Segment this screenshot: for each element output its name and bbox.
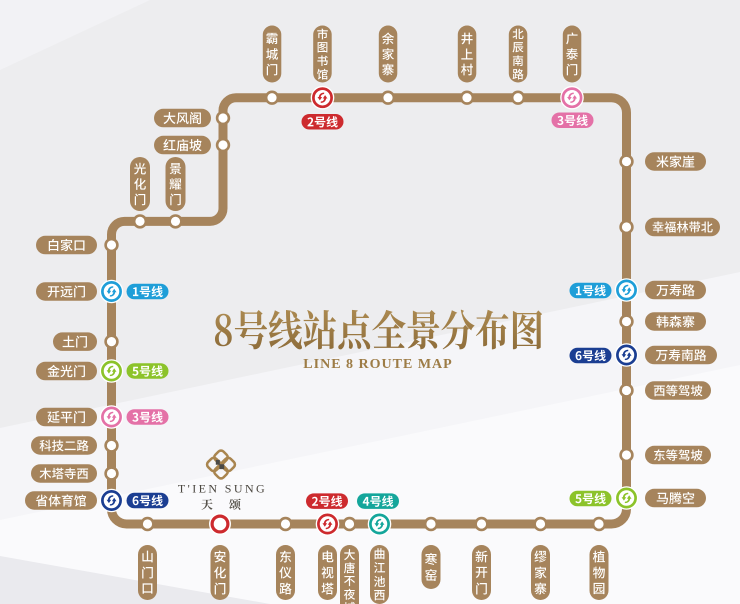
svg-text:LINE 8 ROUTE MAP: LINE 8 ROUTE MAP bbox=[303, 357, 452, 372]
svg-text:T'IEN SUNG: T'IEN SUNG bbox=[178, 482, 267, 496]
